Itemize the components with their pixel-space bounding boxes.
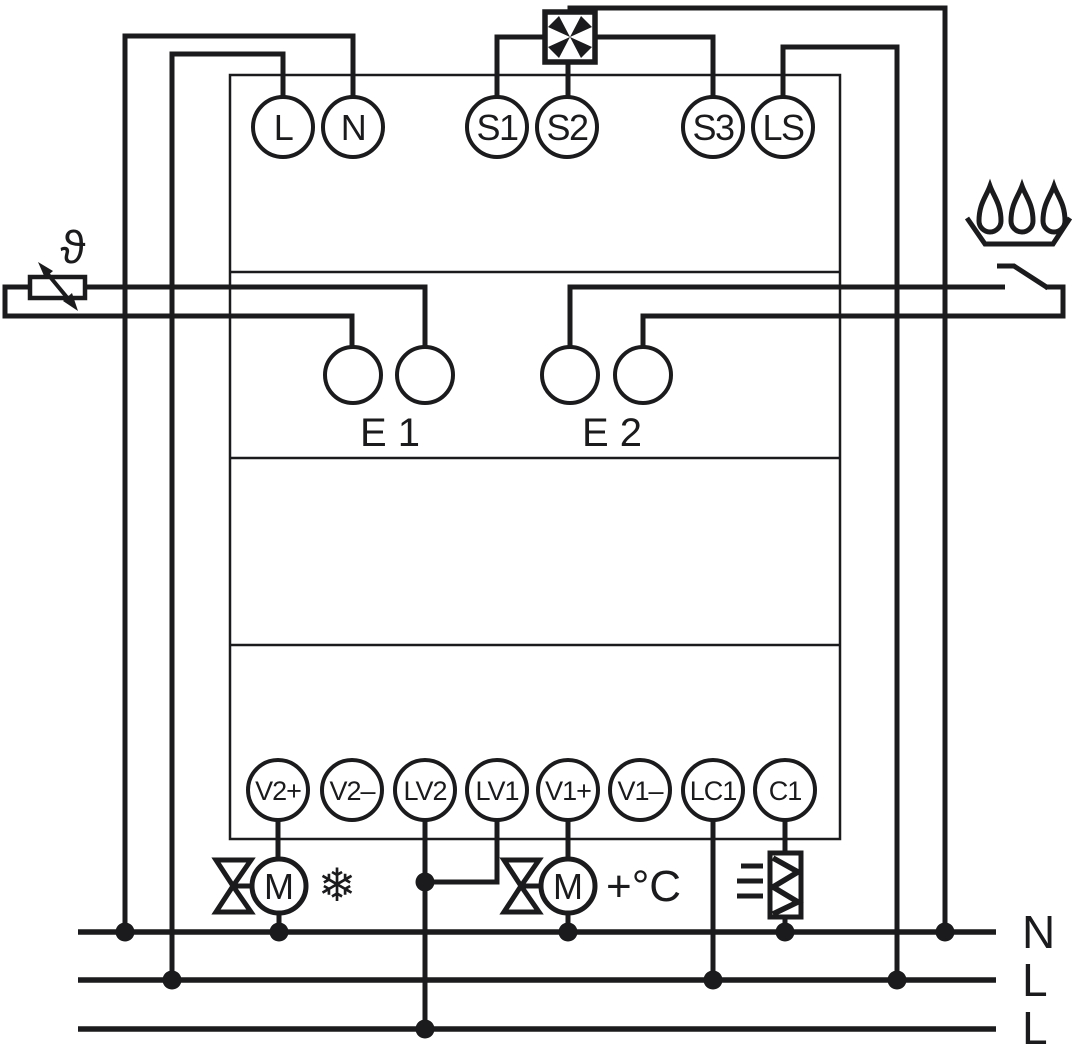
terminal-V1minus-label: V1– <box>617 776 663 806</box>
wire-temp-sensor-loop <box>2 284 428 347</box>
terminal-E1-a <box>323 345 383 405</box>
wire-LV1 <box>428 820 500 885</box>
terminal-S2 <box>535 95 599 159</box>
wire-N-terminal <box>122 33 356 932</box>
terminal-E2-b <box>613 345 673 405</box>
valve-motor-cooling: M ❄ <box>211 856 357 916</box>
heating-annotation: +°C <box>606 862 681 911</box>
bus-N-label: N <box>1022 906 1055 958</box>
terminal-LC1 <box>681 758 745 822</box>
terminal-S3-label: S3 <box>692 107 734 148</box>
terminal-L <box>251 95 315 159</box>
terminal-LV2-label: LV2 <box>403 776 446 806</box>
wire-S1-fan <box>494 34 545 97</box>
terminal-V2minus-label: V2– <box>329 776 375 806</box>
device-outline <box>228 73 842 841</box>
switch-blade <box>997 263 1050 291</box>
terminal-N <box>321 95 385 159</box>
theta-glyph: ϑ <box>60 221 85 273</box>
valve-icon <box>211 857 256 891</box>
E1-label: E 1 <box>360 411 420 455</box>
heating-element-icon <box>767 850 804 920</box>
wire-humidity-in <box>567 284 1005 347</box>
bus-L2-label: L <box>1022 1002 1048 1054</box>
arrowhead-down <box>63 293 78 311</box>
terminal-V1plus-label: V1+ <box>545 776 591 806</box>
terminal-LS-label: LS <box>762 107 804 148</box>
bus-L1-label: L <box>1022 954 1048 1006</box>
snowflake-icon: ❄ <box>318 859 357 911</box>
junction-dots <box>115 872 955 1039</box>
arrowhead-up <box>38 262 53 278</box>
terminal-S2-label: S2 <box>546 107 588 148</box>
motor1-label: M <box>264 866 294 907</box>
power-bus <box>78 929 996 1032</box>
terminal-S1 <box>465 95 529 159</box>
wire-humidity-return <box>640 284 1066 347</box>
terminal-V2plus <box>246 758 310 822</box>
fan-icon <box>542 9 598 65</box>
motor-circle <box>249 856 309 916</box>
terminal-L-label: L <box>274 107 293 148</box>
terminal-C1 <box>753 758 817 822</box>
thermistor-icon: ϑ <box>27 221 88 311</box>
wires <box>2 5 1066 1029</box>
motor-circle <box>538 856 598 916</box>
motor2-label: M <box>553 866 583 907</box>
E2-label: E 2 <box>582 411 642 455</box>
terminal-E1-b <box>395 345 455 405</box>
top-terminals: L N S1 S2 S3 LS <box>251 95 815 159</box>
terminal-LC1-label: LC1 <box>690 776 737 806</box>
valve-icon <box>499 881 544 915</box>
wire-S3-fan <box>595 34 716 97</box>
terminal-LV1 <box>465 758 529 822</box>
valve-icon <box>211 881 256 915</box>
terminal-N-label: N <box>341 107 366 148</box>
water-drops-icon <box>964 178 1073 247</box>
terminal-V2plus-label: V2+ <box>255 776 301 806</box>
valve-icon <box>499 857 544 891</box>
terminal-V2minus <box>320 758 384 822</box>
valve-motor-heating: M +°C <box>499 856 681 916</box>
terminal-E2-a <box>540 345 600 405</box>
power-line-labels: N L L <box>1022 906 1055 1054</box>
terminal-C1-label: C1 <box>769 776 802 806</box>
terminal-S3 <box>681 95 745 159</box>
terminal-V1minus <box>608 758 672 822</box>
sensor-input-terminals: E 1 E 2 <box>323 345 673 455</box>
wire-L-terminal <box>169 51 286 980</box>
heater-dashes <box>737 863 763 899</box>
terminal-LV1-label: LV1 <box>475 776 518 806</box>
terminal-LV2 <box>393 758 457 822</box>
bottom-terminals: V2+ V2– LV2 LV1 V1+ V1– LC1 C1 <box>246 758 817 822</box>
wire-LS <box>780 44 900 980</box>
terminal-S1-label: S1 <box>476 107 518 148</box>
terminal-V1plus <box>536 758 600 822</box>
terminal-LS <box>751 95 815 159</box>
